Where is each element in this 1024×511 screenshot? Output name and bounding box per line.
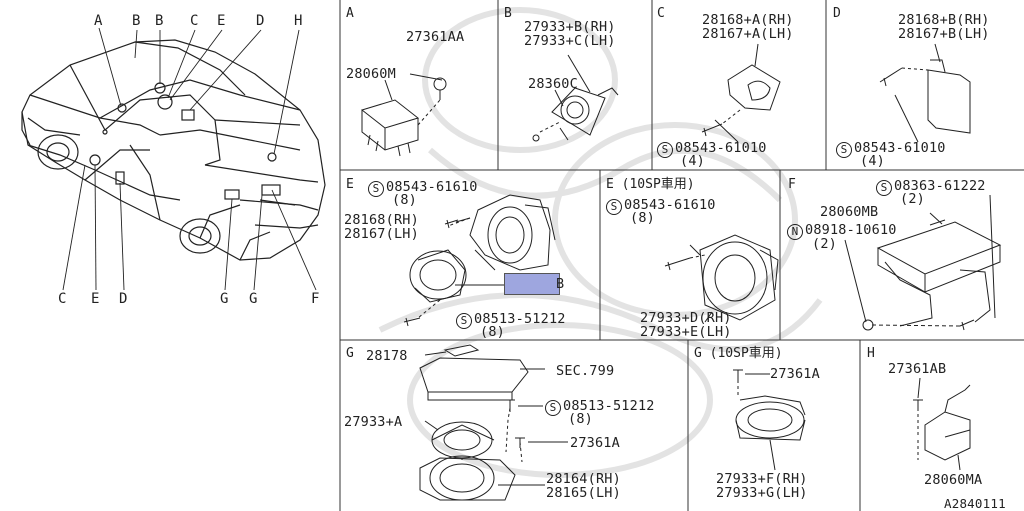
- part-28168-rh: 28168(RH): [344, 212, 419, 228]
- panel-g2-title: G (10SP車用): [694, 346, 783, 361]
- part-27361a-g: 27361A: [570, 435, 620, 451]
- s-marker-icon: S: [876, 180, 892, 196]
- car-label-e: E: [217, 13, 226, 29]
- car-label-g2-bottom: G: [249, 291, 258, 307]
- panel-e2-drawing: [664, 234, 779, 323]
- part-28060ma: 28060MA: [924, 472, 983, 488]
- panel-g-drawing: [419, 344, 568, 501]
- panel-c-title: C: [657, 6, 665, 21]
- n-marker-icon: N: [787, 224, 803, 240]
- screw-qty-c: (4): [680, 153, 705, 169]
- panel-e2-title: E (10SP車用): [606, 177, 695, 192]
- car-illustration: [21, 39, 326, 261]
- part-27933-f-rh: 27933+F(RH): [716, 471, 808, 487]
- panel-h-title: H: [867, 346, 875, 361]
- panel-d-drawing: [879, 43, 971, 143]
- car-label-b2: B: [155, 13, 164, 29]
- part-27361ab: 27361AB: [888, 361, 947, 377]
- screw-part-number: 08543-61610: [386, 179, 478, 195]
- nut-part-number: 08918-10610: [805, 222, 897, 238]
- part-27361a-g2: 27361A: [770, 366, 820, 382]
- car-label-d: D: [256, 13, 265, 29]
- panel-a-drawing: [360, 73, 447, 157]
- s-marker-icon: S: [545, 400, 561, 416]
- panel-h-drawing: [913, 377, 971, 471]
- screw-part-number: 08513-51212: [474, 311, 566, 327]
- car-label-c-bottom: C: [58, 291, 67, 307]
- car-callout-lines: [62, 27, 317, 291]
- panel-g-title: G: [346, 346, 354, 361]
- part-27933-g-lh: 27933+G(LH): [716, 485, 808, 501]
- screw-qty-e2b: (8): [630, 210, 655, 226]
- highlight-label: B: [556, 276, 565, 292]
- s-marker-icon: S: [456, 313, 472, 329]
- part-28167-a-lh: 28167+A(LH): [702, 26, 794, 42]
- car-label-f-bottom: F: [311, 291, 320, 307]
- panel-e-title: E: [346, 177, 354, 192]
- part-28168-a-rh: 28168+A(RH): [702, 12, 794, 28]
- car-label-d-bottom: D: [119, 291, 128, 307]
- part-28168-b-rh: 28168+B(RH): [898, 12, 990, 28]
- s-marker-icon: S: [368, 181, 384, 197]
- screw-part-number: 08543-61610: [624, 197, 716, 213]
- part-28060mb: 28060MB: [820, 204, 879, 220]
- screw-qty-f: (2): [900, 191, 925, 207]
- screw-part-number: 08363-61222: [894, 178, 986, 194]
- screw-part-number: 08543-61010: [854, 140, 946, 156]
- car-label-g1-bottom: G: [220, 291, 229, 307]
- part-28178: 28178: [366, 348, 408, 364]
- panel-f-drawing: [844, 194, 1002, 331]
- screw-part-number: 08543-61010: [675, 140, 767, 156]
- panel-d-title: D: [833, 6, 841, 21]
- diagram-id: A2840111: [944, 496, 1006, 511]
- screw-qty-g: (8): [568, 411, 593, 427]
- part-27933-d-rh: 27933+D(RH): [640, 310, 732, 326]
- panel-c-drawing: [701, 43, 781, 143]
- part-sec-799: SEC.799: [556, 363, 615, 379]
- part-27361aa: 27361AA: [406, 29, 465, 45]
- panel-g2-drawing: [733, 369, 806, 471]
- part-27933-b-rh: 27933+B(RH): [524, 19, 616, 35]
- car-label-b1: B: [132, 13, 141, 29]
- part-27933-e-lh: 27933+E(LH): [640, 324, 732, 340]
- s-marker-icon: S: [606, 199, 622, 215]
- screw-qty-d: (4): [860, 153, 885, 169]
- screw-part-number: 08513-51212: [563, 398, 655, 414]
- part-28167-lh: 28167(LH): [344, 226, 419, 242]
- panel-b-title: B: [504, 6, 512, 21]
- car-label-e-bottom: E: [91, 291, 100, 307]
- nut-qty-f: (2): [812, 236, 837, 252]
- part-28060m: 28060M: [346, 66, 396, 82]
- panel-a-title: A: [346, 6, 354, 21]
- part-28164-rh: 28164(RH): [546, 471, 621, 487]
- part-27933-c-lh: 27933+C(LH): [524, 33, 616, 49]
- part-28165-lh: 28165(LH): [546, 485, 621, 501]
- panel-f-title: F: [788, 177, 796, 192]
- s-marker-icon: S: [836, 142, 852, 158]
- screw-qty-e2: (8): [480, 324, 505, 340]
- panel-grid: [339, 0, 1024, 511]
- s-marker-icon: S: [657, 142, 673, 158]
- car-label-h: H: [294, 13, 303, 29]
- part-27933-a: 27933+A: [344, 414, 403, 430]
- part-28167-b-lh: 28167+B(LH): [898, 26, 990, 42]
- screw-qty-e1: (8): [392, 192, 417, 208]
- car-label-c: C: [190, 13, 199, 29]
- car-label-a: A: [94, 13, 103, 29]
- panel-e-drawing: [403, 194, 556, 327]
- part-28360c: 28360C: [528, 76, 578, 92]
- panel-b-drawing: [532, 54, 619, 142]
- highlighted-part: [504, 273, 560, 295]
